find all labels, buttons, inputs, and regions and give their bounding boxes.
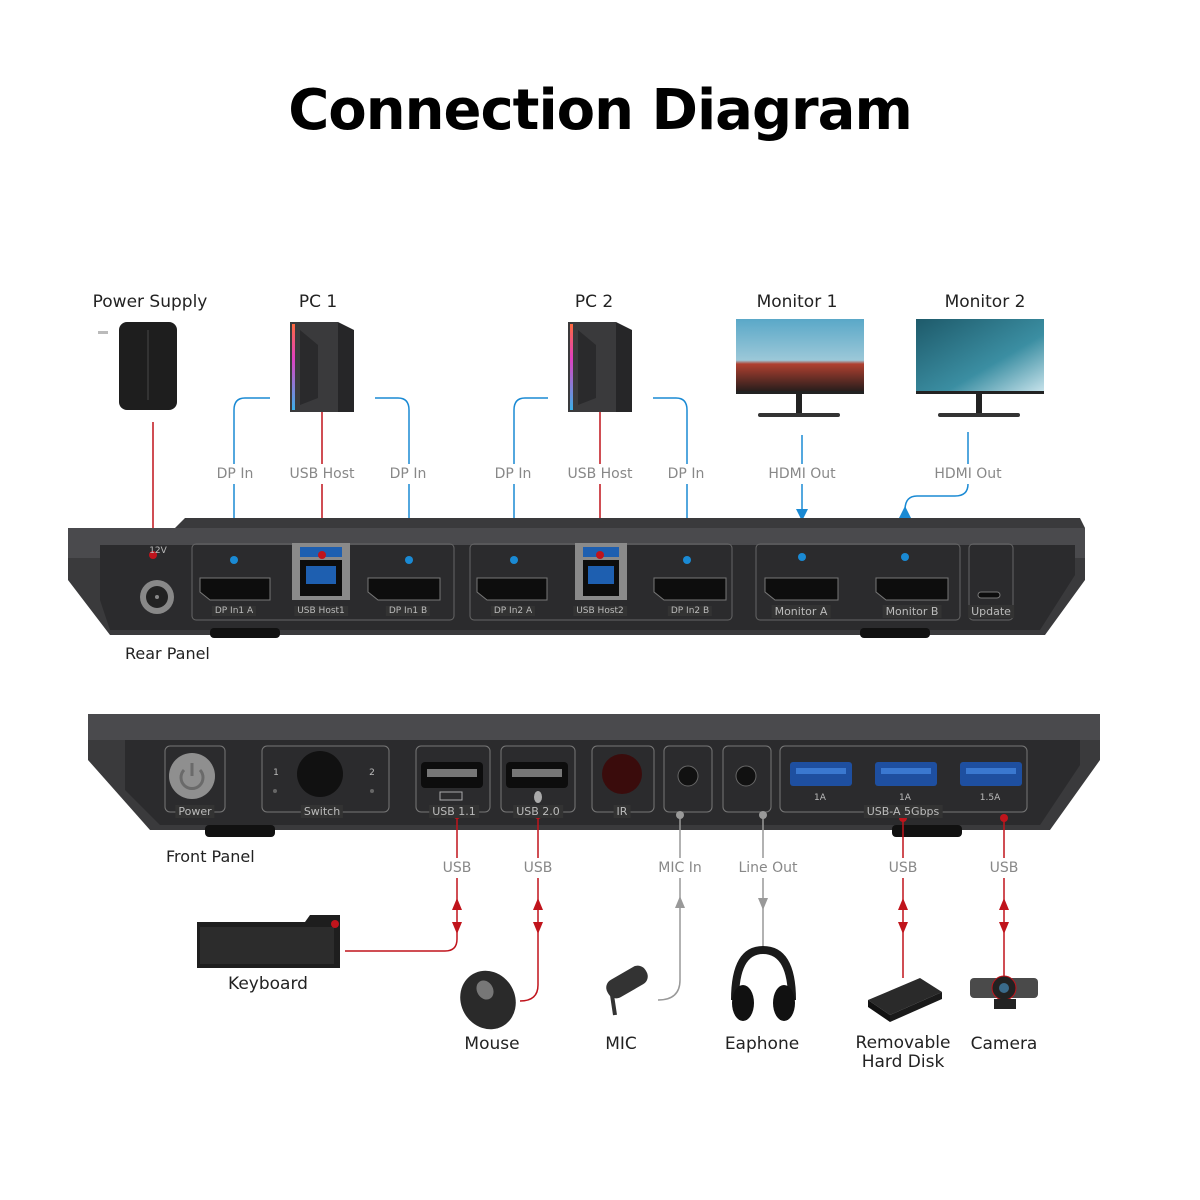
mic-line <box>657 815 681 1001</box>
pc1-dp-in-a-line <box>228 397 270 561</box>
device-label-mic: MIC <box>605 1034 637 1054</box>
port-label-dp-in1-a: DP In1 A <box>211 606 257 616</box>
connection-label-dp-in: DP In <box>216 464 254 484</box>
port-label-dp-in1-b: DP In1 B <box>385 606 431 616</box>
power-rating-label: 12V <box>149 546 167 556</box>
headphone-icon <box>731 945 796 1021</box>
connection-label-usb: USB <box>888 858 918 878</box>
port-label-usb-2-0: USB 2.0 <box>513 805 563 818</box>
connection-label-usb-host: USB Host <box>289 464 355 484</box>
device-label-keyboard: Keyboard <box>228 974 308 994</box>
mic-icon <box>606 965 648 1016</box>
keyboard-line <box>345 815 458 952</box>
hard-disk-icon <box>868 978 942 1022</box>
connection-label-dp-in: DP In <box>667 464 705 484</box>
connection-label-hdmi-out: HDMI Out <box>934 464 1002 484</box>
power-supply-icon <box>98 322 177 410</box>
port-label-power: Power <box>175 805 215 818</box>
mouse-icon <box>460 970 516 1030</box>
dp-port-in1-b[interactable] <box>367 577 441 601</box>
port-label-usb-host2: USB Host2 <box>573 606 627 616</box>
port-label-dp-in2-b: DP In2 B <box>667 606 713 616</box>
switch-position-1: 1 <box>273 768 279 778</box>
hdmi-port-monitor-b[interactable] <box>875 577 949 601</box>
rear-panel <box>68 518 1085 638</box>
micro-usb-update-port[interactable] <box>977 591 1001 599</box>
switch-position-2: 2 <box>369 768 375 778</box>
port-label-monitor-a: Monitor A <box>771 605 831 618</box>
pc1-dp-in-b-line <box>375 397 415 561</box>
device-label-power-supply: Power Supply <box>92 292 208 312</box>
ir-receiver <box>602 754 642 794</box>
usb-2-0-port[interactable] <box>506 762 568 788</box>
port-label-dp-in2-a: DP In2 A <box>490 606 536 616</box>
port-label-usb-host1: USB Host1 <box>294 606 348 616</box>
pc2-dp-in-a-line <box>508 397 548 561</box>
front-arrowheads <box>452 896 1009 934</box>
mic-in-jack[interactable] <box>677 765 699 787</box>
device-label-pc-1: PC 1 <box>298 292 338 312</box>
port-label-update: Update <box>968 605 1014 618</box>
connection-label-dp-in: DP In <box>389 464 427 484</box>
port-label-switch: Switch <box>300 805 344 818</box>
device-label-removable-hard-disk: Removable Hard Disk <box>855 1033 951 1072</box>
monitor-2-icon <box>916 319 1044 417</box>
device-label-pc-2: PC 2 <box>574 292 614 312</box>
usb-a-current-2: 1A <box>899 793 911 803</box>
monitor-2-hdmi-line <box>904 432 969 555</box>
monitor-1-icon <box>736 319 864 417</box>
page-title: Connection Diagram <box>288 78 913 143</box>
device-label-monitor-2: Monitor 2 <box>944 292 1026 312</box>
hdmi-port-monitor-a[interactable] <box>764 577 839 601</box>
connection-label-line-out: Line Out <box>738 858 798 878</box>
usb-b-port-host1[interactable] <box>292 543 350 600</box>
connection-label-dp-in: DP In <box>494 464 532 484</box>
front-panel <box>88 714 1100 837</box>
connection-label-usb: USB <box>523 858 553 878</box>
device-label-camera: Camera <box>970 1034 1038 1054</box>
usb-1-1-port[interactable] <box>421 762 483 788</box>
device-label-eaphone: Eaphone <box>724 1034 800 1054</box>
usb-a-current-3: 1.5A <box>979 793 1001 803</box>
pc2-dp-in-b-line <box>653 397 693 561</box>
port-label-monitor-b: Monitor B <box>882 605 942 618</box>
dp-port-in2-a[interactable] <box>476 577 548 601</box>
rear-panel-label: Rear Panel <box>125 644 210 663</box>
dp-port-in1-a[interactable] <box>199 577 271 601</box>
mouse-line <box>519 815 539 1002</box>
connection-label-usb: USB <box>989 858 1019 878</box>
pc-2-icon <box>568 322 632 412</box>
camera-icon <box>970 975 1038 1009</box>
dp-port-in2-b[interactable] <box>653 577 727 601</box>
usb-a-port-1[interactable] <box>790 762 852 786</box>
connection-label-usb: USB <box>442 858 472 878</box>
device-label-mouse: Mouse <box>464 1034 520 1054</box>
pc-1-icon <box>290 322 354 412</box>
line-out-jack[interactable] <box>735 765 757 787</box>
connection-label-hdmi-out: HDMI Out <box>768 464 836 484</box>
port-label-usb-a-5gbps: USB-A 5Gbps <box>863 805 943 818</box>
usb-a-current-1: 1A <box>814 793 826 803</box>
device-label-monitor-1: Monitor 1 <box>756 292 838 312</box>
usb-a-port-2[interactable] <box>875 762 937 786</box>
keyboard-icon <box>197 915 340 968</box>
usb-a-port-3[interactable] <box>960 762 1022 786</box>
switch-button[interactable] <box>297 751 343 797</box>
port-label-usb-1-1: USB 1.1 <box>429 805 479 818</box>
front-panel-label: Front Panel <box>166 847 255 866</box>
connection-label-mic-in: MIC In <box>658 858 702 878</box>
port-label-ir: IR <box>613 805 631 818</box>
connection-label-usb-host: USB Host <box>567 464 633 484</box>
